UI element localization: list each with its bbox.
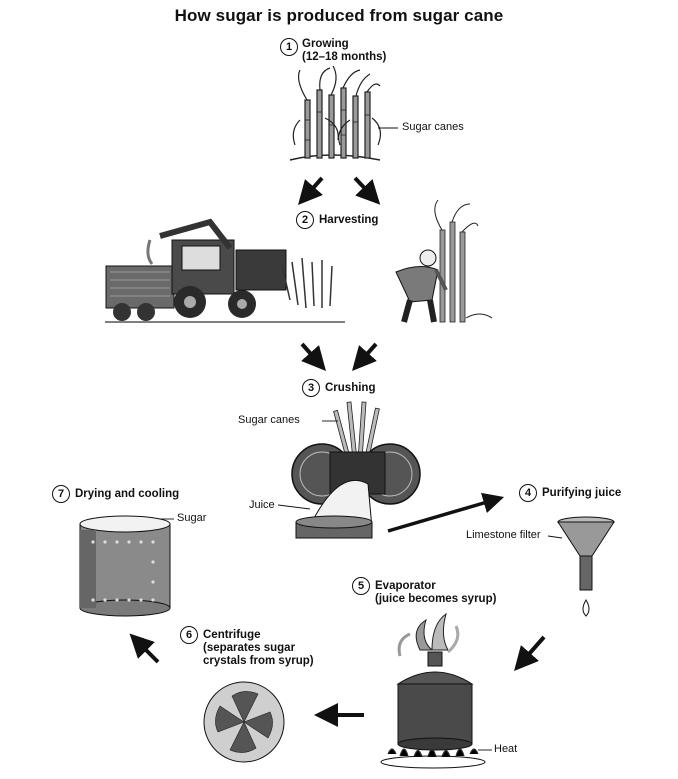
evaporator-icon: [380, 612, 486, 769]
step-7-label: Drying and cooling: [75, 488, 180, 500]
step-2-label: Harvesting: [319, 214, 379, 226]
step-6-sub: (separates sugar: [203, 642, 296, 654]
centrifuge-icon: [203, 681, 285, 763]
step-3-label: Crushing: [325, 382, 376, 394]
arrow-2-to-3-right: [352, 342, 378, 371]
arrow-2-to-3-left: [300, 342, 326, 371]
step-3-number: 3: [302, 379, 320, 397]
step-6-number: 6: [180, 626, 198, 644]
step-1-number: 1: [280, 38, 298, 56]
step-4-number: 4: [519, 484, 537, 502]
step-4-label: Purifying juice: [542, 487, 622, 499]
callout-heat: Heat: [494, 743, 518, 755]
arrow-1-to-2-left: [298, 176, 324, 205]
arrow-6-to-7: [129, 633, 160, 664]
diagram-title: How sugar is produced from sugar cane: [174, 6, 504, 25]
callout-sugar-canes-growing: Sugar canes: [402, 121, 464, 133]
callout-sugar-canes-crushing: Sugar canes: [238, 414, 300, 426]
step-2-number: 2: [296, 211, 314, 229]
growing-canes-icon: [289, 65, 382, 161]
step-5-title: Evaporator: [375, 580, 436, 592]
worker-harvesting-icon: [395, 199, 493, 323]
arrow-1-to-2-right: [353, 176, 381, 205]
callout-limestone-filter: Limestone filter: [466, 529, 541, 541]
step-5-sub: (juice becomes syrup): [375, 593, 497, 605]
step-5-number: 5: [352, 577, 370, 595]
step-6-sub2: crystals from syrup): [203, 655, 314, 667]
crusher-icon: [291, 401, 421, 539]
step-1-title: Growing: [302, 38, 349, 50]
arrow-3-to-4: [387, 492, 505, 533]
step-7-number: 7: [52, 485, 70, 503]
callout-juice: Juice: [249, 499, 275, 511]
step-6-title: Centrifuge: [203, 629, 261, 641]
step-1-sub: (12–18 months): [302, 51, 387, 63]
juice-leader: [277, 504, 311, 510]
step-6-label: Centrifuge (separates sugar crystals fro…: [203, 629, 314, 668]
step-1-label: Growing (12–18 months): [302, 38, 386, 64]
callout-sugar: Sugar: [177, 512, 207, 524]
filter-leader: [547, 535, 563, 539]
harvester-icon: [105, 218, 345, 323]
step-5-label: Evaporator (juice becomes syrup): [375, 580, 496, 606]
arrow-4-to-5: [514, 635, 546, 672]
drying-drum-icon: [79, 515, 171, 617]
limestone-filter-icon: [557, 516, 615, 617]
